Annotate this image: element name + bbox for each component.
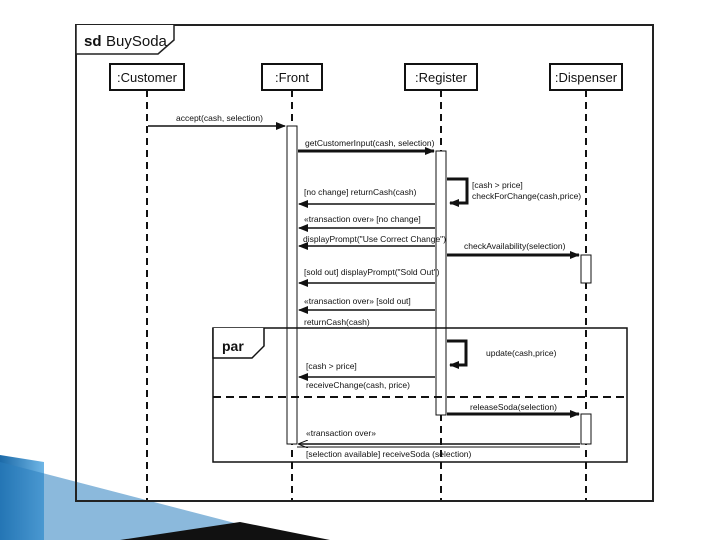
message-label-check-availability: checkAvailability(selection) [464,241,566,251]
message-label-transaction-over-no-change: «transaction over» [no change] [304,214,421,224]
activation-dispenser-2 [580,413,592,445]
par-fragment-frame [212,327,628,463]
par-fragment-tab [212,328,265,359]
frame-label-tab [75,25,175,55]
message-label-get-customer-input: getCustomerInput(cash, selection) [305,138,435,148]
message-guard-cash-gt-price: [cash > price] [472,180,523,190]
lifeline-head-customer [109,63,185,91]
message-label-sold-out-display: [sold out] displayPrompt("Sold Out") [304,267,440,277]
message-label-return-cash: returnCash(cash) [304,317,370,327]
activation-dispenser-1 [580,254,592,284]
lifeline-head-front [261,63,323,91]
lifeline-label-dispenser: :Dispenser [555,70,618,85]
lifeline-label-register: :Register [415,70,468,85]
activation-register [435,150,447,416]
lifeline-label-customer: :Customer [117,70,178,85]
activation-front [286,125,298,445]
message-guard-cash-gt-price-2: [cash > price] [306,361,357,371]
message-label-return-cash-no-change: [no change] returnCash(cash) [304,187,417,197]
lifeline-head-register [404,63,478,91]
lifeline-register: :Register [404,63,478,500]
message-label-receive-change: receiveChange(cash, price) [306,380,410,390]
slide-decoration [0,455,330,540]
lifeline-customer: :Customer [109,63,185,500]
frame-title: BuySoda [106,33,168,50]
message-label-transaction-over-sold-out: «transaction over» [sold out] [304,296,411,306]
par-operator-label: par [222,338,244,354]
message-label-release-soda: releaseSoda(selection) [470,402,557,412]
message-label-receive-soda: [selection available] receiveSoda (selec… [306,449,472,459]
message-label-transaction-over: «transaction over» [306,428,376,438]
frame-keyword: sd [84,33,102,50]
message-label-check-for-change: checkForChange(cash,price) [472,191,581,201]
message-arrow-check-for-change [447,177,469,207]
message-arrow-update [447,339,468,369]
message-label-update: update(cash,price) [486,348,557,358]
message-label-display-prompt-correct-change: displayPrompt("Use Correct Change") [303,234,446,244]
par-fragment: par [212,327,628,463]
sequence-frame [75,24,654,502]
message-label-accept: accept(cash, selection) [176,113,263,123]
lifeline-label-front: :Front [275,70,309,85]
